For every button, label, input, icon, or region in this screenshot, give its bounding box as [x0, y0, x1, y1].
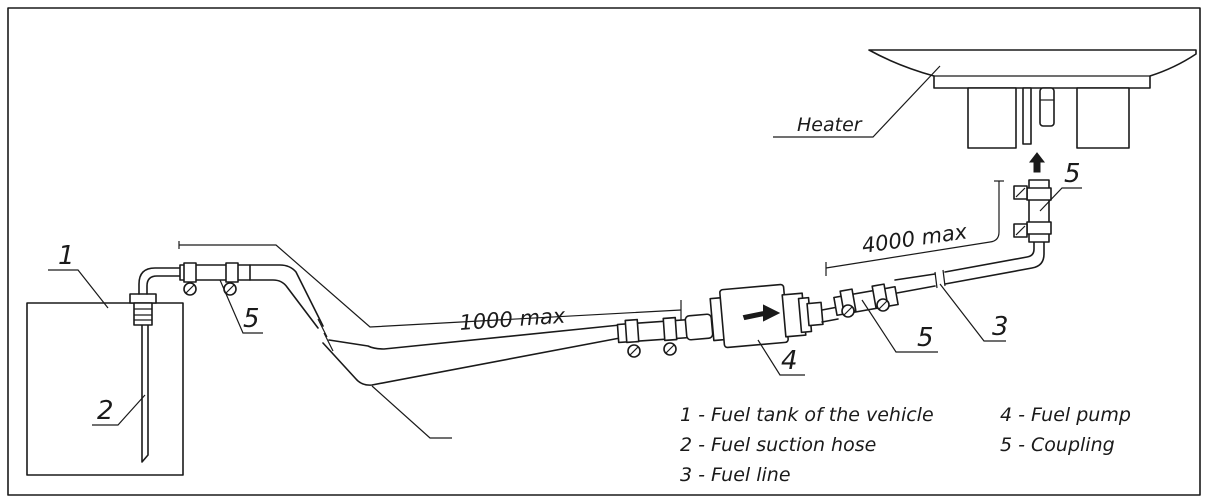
- dimension-label-4000: 4000 max: [860, 219, 969, 258]
- callout-leader-3: [939, 283, 1006, 342]
- coupling-right: [833, 283, 899, 318]
- legend-item-2: 2 - Fuel suction hose: [680, 434, 876, 456]
- dimension-4000: [825, 180, 1004, 276]
- fuel-line-leader-left: [371, 385, 452, 439]
- callout-leader-5c: [1039, 187, 1082, 212]
- coupling-vertical: [1013, 152, 1052, 243]
- diagram-border: [7, 7, 1201, 496]
- callout-3: 3: [992, 312, 1009, 342]
- heater: [868, 49, 1197, 149]
- dimension-label-1000: 1000 max: [459, 304, 567, 335]
- heater-leader: [773, 65, 941, 138]
- flow-up-arrow-icon: [1028, 152, 1046, 173]
- fuel-suction-hose: [129, 267, 185, 463]
- fuel-tank: [26, 302, 184, 476]
- fuel-pump: [684, 283, 824, 349]
- legend: 1 - Fuel tank of the vehicle 2 - Fuel su…: [680, 404, 1131, 486]
- callout-4: 4: [781, 346, 798, 376]
- legend-item-5: 5 - Coupling: [1000, 434, 1115, 456]
- fuel-line-right: [894, 235, 1045, 294]
- heater-label: Heater: [797, 114, 863, 136]
- callout-5a: 5: [243, 304, 260, 334]
- coupling-left: [179, 262, 251, 296]
- callout-leader-4: [757, 339, 805, 376]
- legend-item-4: 4 - Fuel pump: [1000, 404, 1131, 426]
- legend-item-3: 3 - Fuel line: [680, 464, 791, 486]
- callout-leader-1: [48, 269, 109, 309]
- callout-leader-5a: [219, 279, 263, 334]
- callout-5c: 5: [1064, 159, 1081, 189]
- legend-item-1: 1 - Fuel tank of the vehicle: [680, 404, 934, 426]
- callout-1: 1: [58, 241, 75, 271]
- callout-leader-2: [92, 394, 146, 426]
- dimension-1000: [178, 241, 682, 328]
- callout-leader-5b: [861, 299, 938, 353]
- coupling-middle: [616, 316, 692, 358]
- callout-2: 2: [97, 396, 114, 426]
- fuel-line-left: [249, 264, 621, 386]
- callout-5b: 5: [917, 323, 934, 353]
- flow-arrow-icon: [742, 304, 781, 322]
